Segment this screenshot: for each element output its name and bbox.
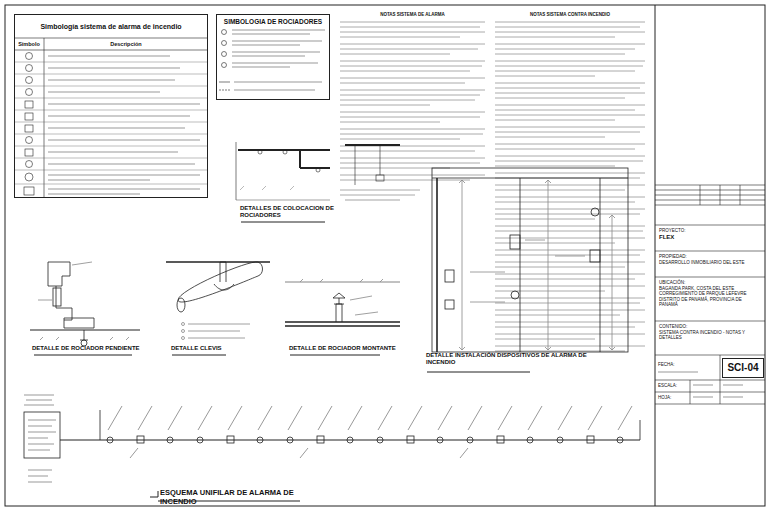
table-header: Símbolo [16,41,42,47]
cell-heading: UBICACIÓN: [659,280,761,285]
detail-title: DETALLES DE COLOCACION DE ROCIADORES [240,205,340,219]
title-block-cell: UBICACIÓN:BAGANDA PARK, COSTA DEL ESTE C… [655,277,765,321]
cell-value: DESARROLLO INMOBILIARIO DEL ESTE [659,260,761,265]
cell-heading: CONTENIDO: [659,324,761,329]
detail-title: DETALLE DE ROCIADOR MONTANTE [289,345,399,352]
notes-heading: NOTAS SISTEMA DE ALARMA [340,12,485,17]
detail-title: DETALLE CLEVIS [171,345,251,352]
detail-title: DETALLE INSTALACIÓN DISPOSITIVOS DE ALAR… [426,352,606,366]
detail-title: DETALLE DE ROCIADOR PENDIENTE [32,345,142,352]
title-block-cell: CONTENIDO:SISTEMA CONTRA INCENDIO - NOTA… [655,321,765,355]
cell-value: FLEX [659,234,761,241]
detail-title: ESQUEMA UNIFILAR DE ALARMA DE INCENDIO [160,489,330,506]
sheet-number-box: SCI-04 [722,358,764,378]
legend-table: SIMBOLOGIA DE ROCIADORES [216,14,330,100]
field-label: ESCALA: [658,383,688,388]
cell-value: SISTEMA CONTRA INCENDIO - NOTAS Y DETALL… [659,330,761,340]
cell-heading: Simbología sistema de alarma de incendio [19,23,203,31]
notes-heading: NOTAS SISTEMA CONTRA INCENDIO [495,12,645,17]
cell-value: BAGANDA PARK, COSTA DEL ESTE CORREGIMIEN… [659,286,761,307]
cell-heading: SCI-04 [725,362,761,374]
title-block-cell: PROYECTO:FLEX [655,225,765,251]
cell-heading: PROYECTO: [659,228,761,233]
cell-heading: SIMBOLOGIA DE ROCIADORES [220,18,326,25]
field-label: FECHA: [658,362,698,367]
title-block-cell: PROPIEDAD:DESARROLLO INMOBILIARIO DEL ES… [655,251,765,277]
cell-heading: PROPIEDAD: [659,254,761,259]
field-label: HOJA: [658,395,688,400]
table-header: Descripción [46,41,206,47]
